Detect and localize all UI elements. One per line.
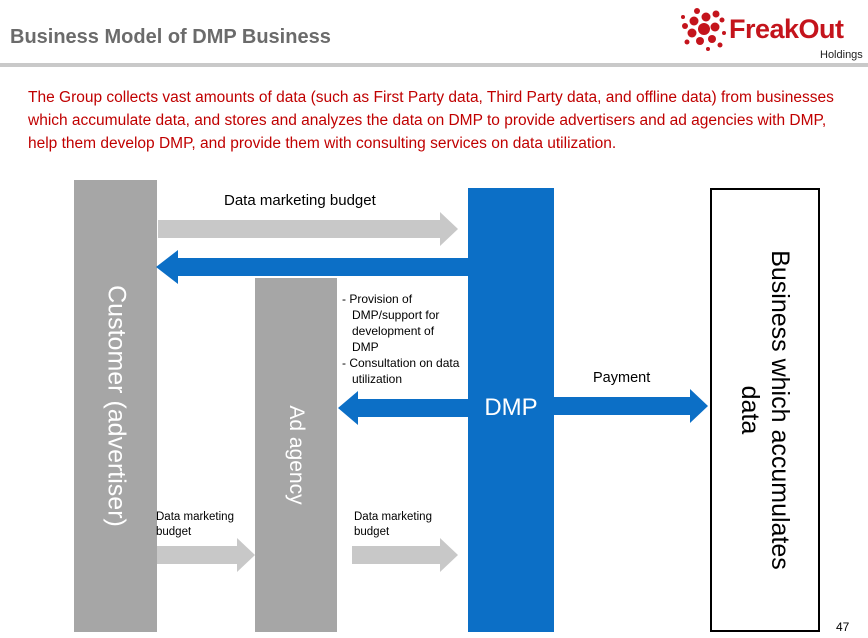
payment-label: Payment — [593, 370, 651, 386]
page-title: Business Model of DMP Business — [10, 26, 331, 48]
logo-wordmark: FreakOut — [729, 14, 844, 44]
intro-paragraph: The Group collects vast amounts of data … — [28, 89, 834, 152]
logo-subtitle: Holdings — [820, 49, 863, 61]
header-divider — [0, 63, 868, 67]
dmp-label: DMP — [484, 394, 538, 421]
top-budget-label: Data marketing budget — [224, 192, 376, 209]
payment-arrow-dmp-business — [554, 389, 708, 423]
agency-to-dmp-budget-label: Data marketing budget — [354, 511, 432, 538]
service-item: - Consultation on data utilization — [342, 356, 460, 386]
freakout-logo-icon — [681, 8, 726, 51]
budget-arrow-customer-to-agency — [157, 538, 255, 572]
service-arrow-dmp-to-agency — [338, 391, 468, 425]
budget-arrow-agency-to-dmp — [352, 538, 458, 572]
service-arrow-dmp-to-customer — [156, 250, 468, 284]
ad-agency-node: Ad agency — [255, 278, 337, 632]
customer-to-agency-budget-label: Data marketing budget — [156, 511, 234, 538]
customer-node: Customer (advertiser) — [74, 180, 157, 632]
dmp-services-list: - Provision of DMP/support for developme… — [342, 291, 462, 387]
dmp-node: DMP — [468, 188, 554, 632]
budget-arrow-customer-to-dmp — [158, 212, 458, 246]
service-item: - Provision of DMP/support for developme… — [342, 292, 440, 354]
business-node: Business which accumulates data — [710, 188, 820, 632]
page-number: 47 — [836, 620, 850, 634]
